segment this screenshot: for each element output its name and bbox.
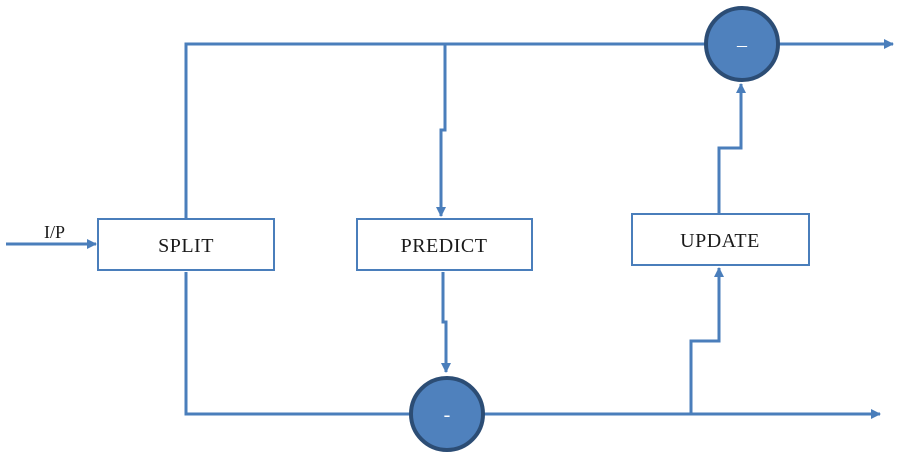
- predict-block: PREDICT: [356, 218, 533, 271]
- update-label: UPDATE: [680, 230, 760, 252]
- update-block: UPDATE: [631, 213, 810, 266]
- bottom-subtract-node: -: [409, 376, 485, 452]
- predict-label: PREDICT: [401, 235, 488, 257]
- predict-output-line: [441, 272, 451, 373]
- split-label: SPLIT: [158, 235, 214, 257]
- split-block: SPLIT: [97, 218, 275, 271]
- input-label: I/P: [44, 222, 65, 242]
- odd-branch-line: [184, 272, 410, 416]
- top-subtract-node: –: [704, 6, 780, 82]
- predict-input-line: [436, 44, 447, 217]
- even-branch-line: [184, 42, 706, 218]
- update-output-line: [717, 83, 746, 214]
- update-input-line: [689, 267, 724, 414]
- bottom-node-symbol: -: [444, 404, 451, 426]
- top-node-symbol: –: [736, 34, 748, 56]
